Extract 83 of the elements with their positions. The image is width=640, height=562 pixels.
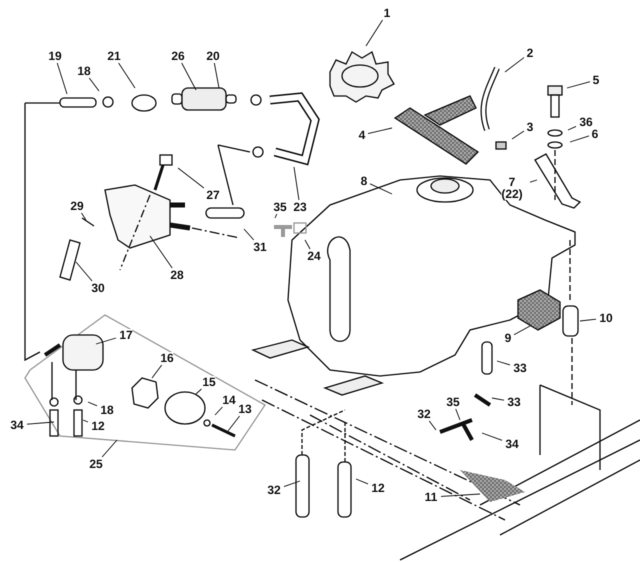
callout-number: 14 bbox=[222, 394, 236, 406]
callout-number: 5 bbox=[592, 74, 600, 86]
callout-number: 12 bbox=[371, 482, 385, 494]
leader-line bbox=[274, 214, 278, 218]
leader-line bbox=[568, 126, 576, 130]
leader-line bbox=[88, 78, 100, 92]
leader-line bbox=[530, 180, 538, 183]
leader-line bbox=[150, 236, 173, 268]
callout-number: 21 bbox=[107, 50, 121, 62]
callout-number: 4 bbox=[358, 129, 366, 141]
leader-line bbox=[504, 57, 524, 72]
leader-line bbox=[440, 494, 480, 497]
leader-line bbox=[514, 326, 530, 336]
callout-number: 19 bbox=[48, 50, 62, 62]
leader-line bbox=[580, 318, 596, 322]
leader-line bbox=[196, 388, 202, 394]
leader-line bbox=[118, 62, 136, 88]
callout-number: 34 bbox=[10, 419, 24, 431]
leader-line bbox=[56, 62, 68, 94]
callout-number: 29 bbox=[70, 200, 84, 212]
leader-line bbox=[214, 62, 220, 88]
leader-line bbox=[82, 420, 88, 422]
leader-line bbox=[178, 168, 204, 188]
leader-line bbox=[492, 398, 504, 401]
leader-line bbox=[304, 240, 311, 250]
callout-number: 3 bbox=[526, 121, 534, 133]
leader-line bbox=[102, 440, 118, 458]
leader-line bbox=[482, 432, 502, 441]
callout-number: 31 bbox=[253, 241, 267, 253]
callout-number: 33 bbox=[513, 362, 527, 374]
callout-number: 8 bbox=[360, 175, 368, 187]
callout-number: 18 bbox=[77, 65, 91, 77]
leader-line bbox=[566, 81, 590, 88]
callout-number: 20 bbox=[206, 50, 220, 62]
leader-line bbox=[88, 402, 98, 406]
leader-line bbox=[152, 364, 162, 378]
leader-line bbox=[228, 416, 240, 432]
leader-line bbox=[26, 422, 54, 425]
leader-line bbox=[181, 62, 196, 90]
callout-number: 9 bbox=[504, 332, 512, 344]
callout-number: 32 bbox=[417, 408, 431, 420]
callout-number: 36 bbox=[579, 116, 593, 128]
callout-number: 27 bbox=[206, 189, 220, 201]
leader-line bbox=[368, 128, 392, 134]
callout-number: 7 bbox=[508, 176, 516, 188]
callout-number: 10 bbox=[599, 312, 613, 324]
callout-number: 23 bbox=[293, 201, 307, 213]
leader-line bbox=[294, 166, 300, 200]
callout-number: 34 bbox=[505, 438, 519, 450]
callout-number: 28 bbox=[170, 269, 184, 281]
leader-line bbox=[96, 338, 116, 344]
callout-number: 35 bbox=[446, 396, 460, 408]
leader-line bbox=[428, 420, 436, 430]
leader-line bbox=[81, 212, 86, 220]
callout-number: 25 bbox=[89, 458, 103, 470]
callout-number: 6 bbox=[592, 128, 598, 140]
leader-line bbox=[214, 406, 223, 416]
callout-number: 18 bbox=[100, 404, 114, 416]
callout-number: (22) bbox=[501, 188, 523, 200]
callout-number: 32 bbox=[267, 484, 281, 496]
callout-number: 30 bbox=[91, 282, 105, 294]
leader-line bbox=[284, 480, 300, 487]
leader-line bbox=[455, 408, 460, 420]
leader-line bbox=[496, 360, 510, 366]
callout-number: 24 bbox=[307, 250, 321, 262]
callout-number: 2 bbox=[526, 47, 534, 59]
leader-line bbox=[370, 183, 392, 194]
leader-line bbox=[76, 262, 93, 282]
callout-number: 12 bbox=[91, 420, 105, 432]
callout-number: 11 bbox=[424, 491, 438, 503]
leader-line bbox=[244, 228, 254, 240]
callout-number: 33 bbox=[507, 396, 521, 408]
leader-line bbox=[570, 135, 590, 142]
leader-line bbox=[356, 478, 368, 484]
leader-line bbox=[512, 130, 524, 140]
callout-number: 26 bbox=[171, 50, 185, 62]
callout-number: 35 bbox=[273, 201, 287, 213]
leader-line bbox=[366, 20, 383, 46]
callout-number: 15 bbox=[202, 376, 216, 388]
callout-number: 13 bbox=[238, 403, 252, 415]
callout-number: 16 bbox=[160, 352, 174, 364]
callout-number: 1 bbox=[384, 7, 390, 19]
callout-number: 17 bbox=[119, 329, 133, 341]
